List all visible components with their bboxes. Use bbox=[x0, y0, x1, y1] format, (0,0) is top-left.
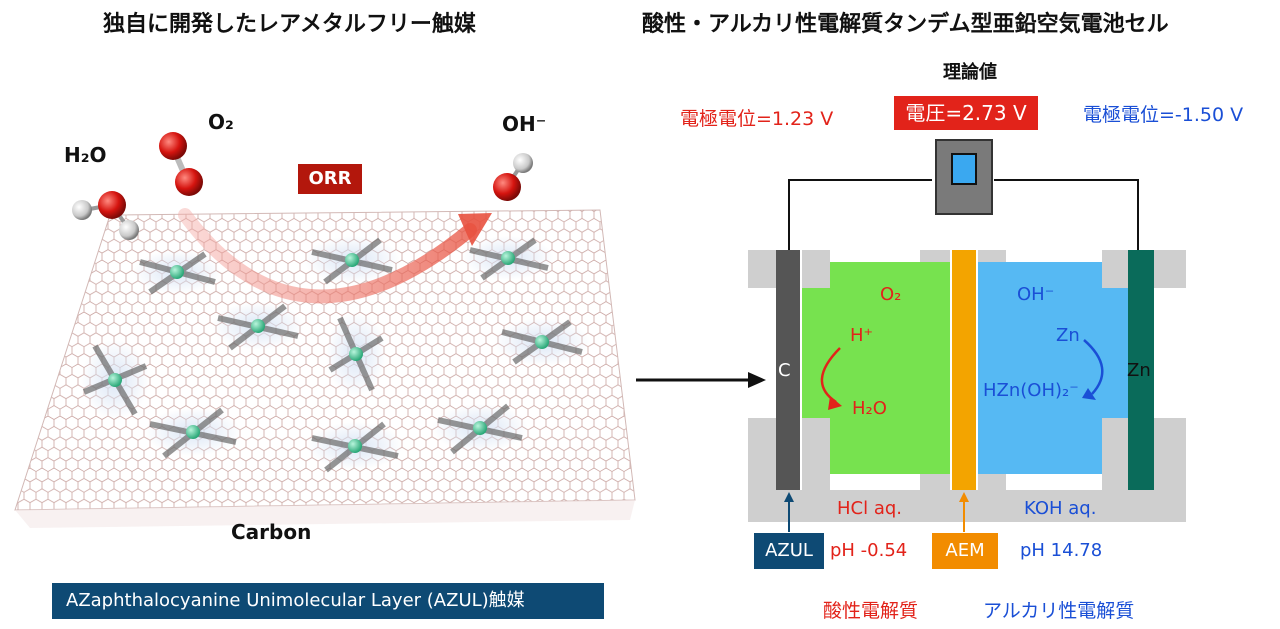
azul-molecule bbox=[212, 302, 304, 351]
oh-label: OH⁻ bbox=[1017, 284, 1055, 305]
zn-electrode-label: Zn bbox=[1127, 360, 1151, 381]
zinc-electrode bbox=[1128, 250, 1154, 490]
h2o-label: H₂O bbox=[852, 398, 887, 419]
catalyst-illustration bbox=[14, 132, 636, 528]
hcl-label: HCl aq. bbox=[837, 498, 903, 519]
azul-box: AZUL bbox=[754, 533, 824, 569]
azul-molecule bbox=[462, 236, 554, 281]
right-panel-title: 酸性・アルカリ性電解質タンデム型亜鉛空気電池セル bbox=[642, 12, 1169, 37]
alkaline-electrolyte-label: アルカリ性電解質 bbox=[983, 600, 1135, 622]
acid-electrolyte-label: 酸性電解質 bbox=[823, 600, 919, 622]
hydroxide-molecule bbox=[493, 153, 533, 201]
water-molecule bbox=[72, 191, 139, 240]
theory-label: 理論値 bbox=[943, 62, 997, 83]
aem-membrane bbox=[952, 250, 976, 490]
azul-molecule bbox=[145, 407, 241, 459]
oxygen-label: O₂ bbox=[208, 110, 234, 134]
h-plus-label: H⁺ bbox=[850, 325, 874, 346]
o2-label: O₂ bbox=[880, 284, 902, 305]
oxygen-molecule bbox=[159, 132, 203, 196]
water-label: H₂O bbox=[64, 143, 107, 167]
orr-label: ORR bbox=[298, 164, 362, 194]
zn-label: Zn bbox=[1056, 325, 1080, 346]
azul-molecule bbox=[81, 340, 149, 420]
ph-alkaline-label: pH 14.78 bbox=[1020, 540, 1103, 561]
azul-molecule bbox=[326, 312, 386, 396]
carbon-electrode bbox=[776, 250, 800, 490]
c-electrode-label: C bbox=[778, 360, 791, 381]
aem-box: AEM bbox=[932, 533, 998, 569]
left-panel-title: 独自に開発したレアメタルフリー触媒 bbox=[103, 12, 476, 37]
hydroxide-label: OH⁻ bbox=[502, 112, 547, 136]
voltage-box: 電圧=2.73 V bbox=[894, 96, 1038, 130]
carbon-label: Carbon bbox=[231, 520, 312, 544]
azul-molecule bbox=[304, 236, 400, 285]
hzn-label: HZn(OH)₂⁻ bbox=[983, 380, 1079, 401]
azul-caption: AZaphthalocyanine Unimolecular Layer (AZ… bbox=[52, 583, 604, 619]
azul-molecule bbox=[432, 403, 528, 455]
connecting-arrow bbox=[636, 372, 766, 388]
cell-diagram bbox=[748, 139, 1186, 532]
orr-arrow bbox=[178, 208, 477, 304]
azul-molecule bbox=[307, 421, 403, 473]
right-potential-label: 電極電位=-1.50 V bbox=[1083, 104, 1244, 126]
left-potential-label: 電極電位=1.23 V bbox=[680, 108, 834, 130]
azul-molecule bbox=[133, 250, 221, 295]
koh-label: KOH aq. bbox=[1024, 498, 1097, 519]
azul-molecule bbox=[494, 318, 590, 366]
ph-acid-label: pH -0.54 bbox=[830, 540, 908, 561]
